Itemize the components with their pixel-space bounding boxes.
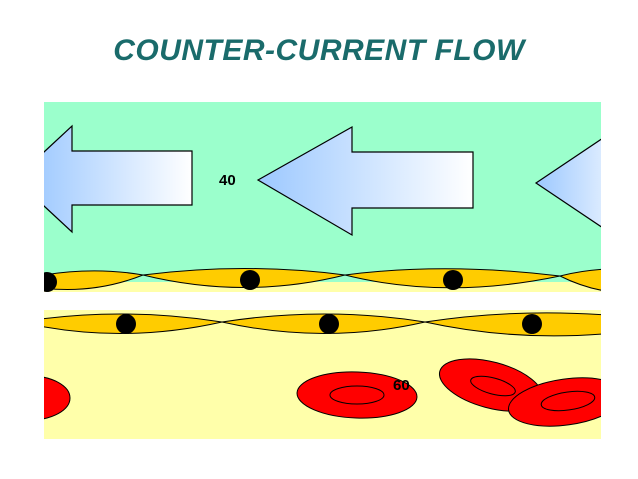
red-blood-cell-icon bbox=[296, 371, 418, 419]
red-blood-cell-icon bbox=[44, 376, 71, 420]
nucleus-icon bbox=[443, 270, 463, 290]
page-title: COUNTER-CURRENT FLOW bbox=[113, 34, 525, 67]
nucleus-icon bbox=[319, 314, 339, 334]
membrane-gap bbox=[44, 292, 601, 310]
nucleus-icon bbox=[240, 270, 260, 290]
nucleus-icon bbox=[44, 272, 57, 292]
upper-value-label: 40 bbox=[219, 172, 236, 189]
nucleus-icon bbox=[522, 314, 542, 334]
red-blood-cell-icon bbox=[507, 377, 601, 427]
red-blood-cells bbox=[44, 358, 601, 427]
left-arrow-icon bbox=[534, 138, 601, 228]
left-arrow-icon bbox=[256, 125, 474, 237]
nucleus-icon bbox=[116, 314, 136, 334]
lower-value-label: 60 bbox=[393, 377, 410, 394]
epithelial-cell bbox=[424, 312, 601, 337]
lower-cell-layer bbox=[44, 312, 601, 337]
epithelial-cell bbox=[558, 268, 601, 291]
upper-cell-layer bbox=[44, 268, 601, 292]
left-arrow-icon bbox=[44, 124, 193, 234]
